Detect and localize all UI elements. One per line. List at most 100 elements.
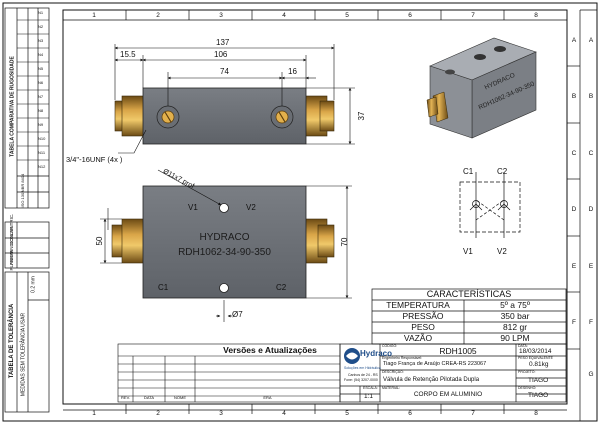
rug-n9: N9 <box>38 122 44 127</box>
tolerancia-value: 0.2 mm <box>30 276 37 293</box>
char-value-temperatura: 5º a 75º <box>500 300 530 310</box>
zone-col-5-bottom: 5 <box>345 410 349 417</box>
isometric-view <box>426 37 537 139</box>
schematic-v2: V2 <box>497 247 507 256</box>
thread-callout: 3/4"-16UNF (4x ) <box>66 155 123 164</box>
zone-col-1: 1 <box>92 12 96 19</box>
engineer-label: Engenheiro Responsável: <box>382 356 423 360</box>
zone-row-f: F <box>589 319 593 326</box>
char-value-vazao: 90 LPM <box>500 333 530 343</box>
dim-70: 70 <box>340 237 349 247</box>
zone-col-7: 7 <box>471 12 475 19</box>
rug-n1: N1 <box>38 10 44 15</box>
zone-row-b-left: B <box>571 93 577 100</box>
zone-row-e-left: E <box>571 263 577 270</box>
zone-row-c: C <box>588 150 594 157</box>
rug-n2: N2 <box>38 24 44 29</box>
rev-header-nome: NOME <box>174 395 186 400</box>
hydraulic-schematic <box>459 172 521 238</box>
front-view <box>111 185 335 299</box>
zone-row-b: B <box>588 93 594 100</box>
weight-value: 0.81kg <box>529 361 549 368</box>
address-line1: Canhos de 24 - RS <box>348 373 378 377</box>
rugosidade-title: TABELA COMPARATIVA DE RUGOSIDADE <box>9 56 16 157</box>
zone-col-7-bottom: 7 <box>471 410 475 417</box>
dim-16: 16 <box>288 67 297 76</box>
zone-col-6-bottom: 6 <box>408 410 412 417</box>
rev-header-rev: REV. <box>121 395 130 400</box>
char-value-peso: 812 gr <box>502 322 528 332</box>
dim-37: 37 <box>357 111 366 121</box>
zone-col-3: 3 <box>219 12 223 19</box>
port-v2-label: V2 <box>246 203 256 212</box>
schematic-c1: C1 <box>463 167 474 176</box>
port-v1-label: V1 <box>188 203 198 212</box>
dim-106: 106 <box>214 50 228 59</box>
zone-col-6: 6 <box>408 12 412 19</box>
hydraco-logo <box>344 348 360 364</box>
material-label: MATERIAL: <box>382 386 401 390</box>
code-label: CÓDIGO: <box>382 344 398 348</box>
tolerancia-line: MEDIDAS SEM TOLERÂNCIA USAR <box>20 312 27 397</box>
schematic-v1: V1 <box>463 247 473 256</box>
rug-n10: N10 <box>38 136 46 141</box>
logo-text: Hydraco <box>360 349 393 358</box>
material-value: CORPO EM ALUMINIO <box>413 391 483 398</box>
logo-subtitle: Soluções em Hidráulica <box>344 366 381 370</box>
zone-col-4: 4 <box>282 12 286 19</box>
description-value: Válvula de Retenção Pilotada Dupla <box>383 377 480 383</box>
revisions-title: Versões e Atualizações <box>223 345 317 355</box>
characteristics-title: CARACTERÍSTICAS <box>426 289 512 299</box>
dim-diameter-7: Ø7 <box>232 310 243 319</box>
date-value: 18/03/2014 <box>519 348 552 355</box>
zone-col-1-bottom: 1 <box>92 410 96 417</box>
rug-col-iso: ISO 1302 <box>20 190 25 208</box>
char-value-pressao: 350 bar <box>500 311 530 321</box>
check-planeza: PLANEZA <box>8 250 14 271</box>
zone-col-2-bottom: 2 <box>156 410 160 417</box>
zone-col-3-bottom: 3 <box>219 410 223 417</box>
top-view <box>114 87 335 145</box>
rug-n8: N8 <box>38 108 44 113</box>
port-c1-label: C1 <box>158 283 169 292</box>
project-value: TIAGO <box>528 377 549 384</box>
rev-header-data: DATA <box>143 395 155 400</box>
rug-n4: N4 <box>38 52 44 57</box>
engineer-value: Tiago França de Araújo CREA-RS 223067 <box>383 361 487 367</box>
zone-col-2: 2 <box>156 12 160 19</box>
char-label-vazao: VAZÃO <box>403 333 433 343</box>
date-label: DATA: <box>518 344 528 348</box>
zone-row-a-left: A <box>571 37 577 44</box>
description-label: DESCRIÇÃO: <box>382 370 404 374</box>
address-line2: Fone: (54) 3207-0000 <box>344 378 378 382</box>
zone-row-d-left: D <box>571 206 577 213</box>
zone-col-8: 8 <box>534 12 538 19</box>
dim-50: 50 <box>95 236 104 246</box>
dim-15-5: 15.5 <box>120 50 136 59</box>
code-value: RDH1005 <box>439 346 477 356</box>
rug-n3: N3 <box>38 38 44 43</box>
char-label-pressao: PRESSÃO <box>402 311 444 321</box>
rug-n11: N11 <box>38 150 46 155</box>
scale-label: ESCALA: <box>363 386 378 390</box>
zone-row-e: E <box>588 263 594 270</box>
zone-row-a: A <box>588 37 594 44</box>
zone-row-c-left: C <box>571 150 577 157</box>
dim-74: 74 <box>220 67 229 76</box>
zone-row-d: D <box>588 206 594 213</box>
zone-col-5: 5 <box>345 12 349 19</box>
rug-n12: N12 <box>38 164 46 169</box>
zone-row-g: G <box>588 371 594 378</box>
dim-137: 137 <box>216 38 230 47</box>
port-c2-label: C2 <box>276 283 287 292</box>
schematic-c2: C2 <box>497 167 508 176</box>
drawn-value: TIAGO <box>528 392 549 399</box>
zone-col-8-bottom: 8 <box>534 410 538 417</box>
scale-value: 1:1 <box>364 393 374 400</box>
zone-col-4-bottom: 4 <box>282 410 286 417</box>
rug-n7: N7 <box>38 94 44 99</box>
front-label-line2: RDH1062-34-90-350 <box>178 247 271 258</box>
char-label-temperatura: TEMPERATURA <box>386 300 450 310</box>
zone-row-f-left: F <box>572 319 576 326</box>
